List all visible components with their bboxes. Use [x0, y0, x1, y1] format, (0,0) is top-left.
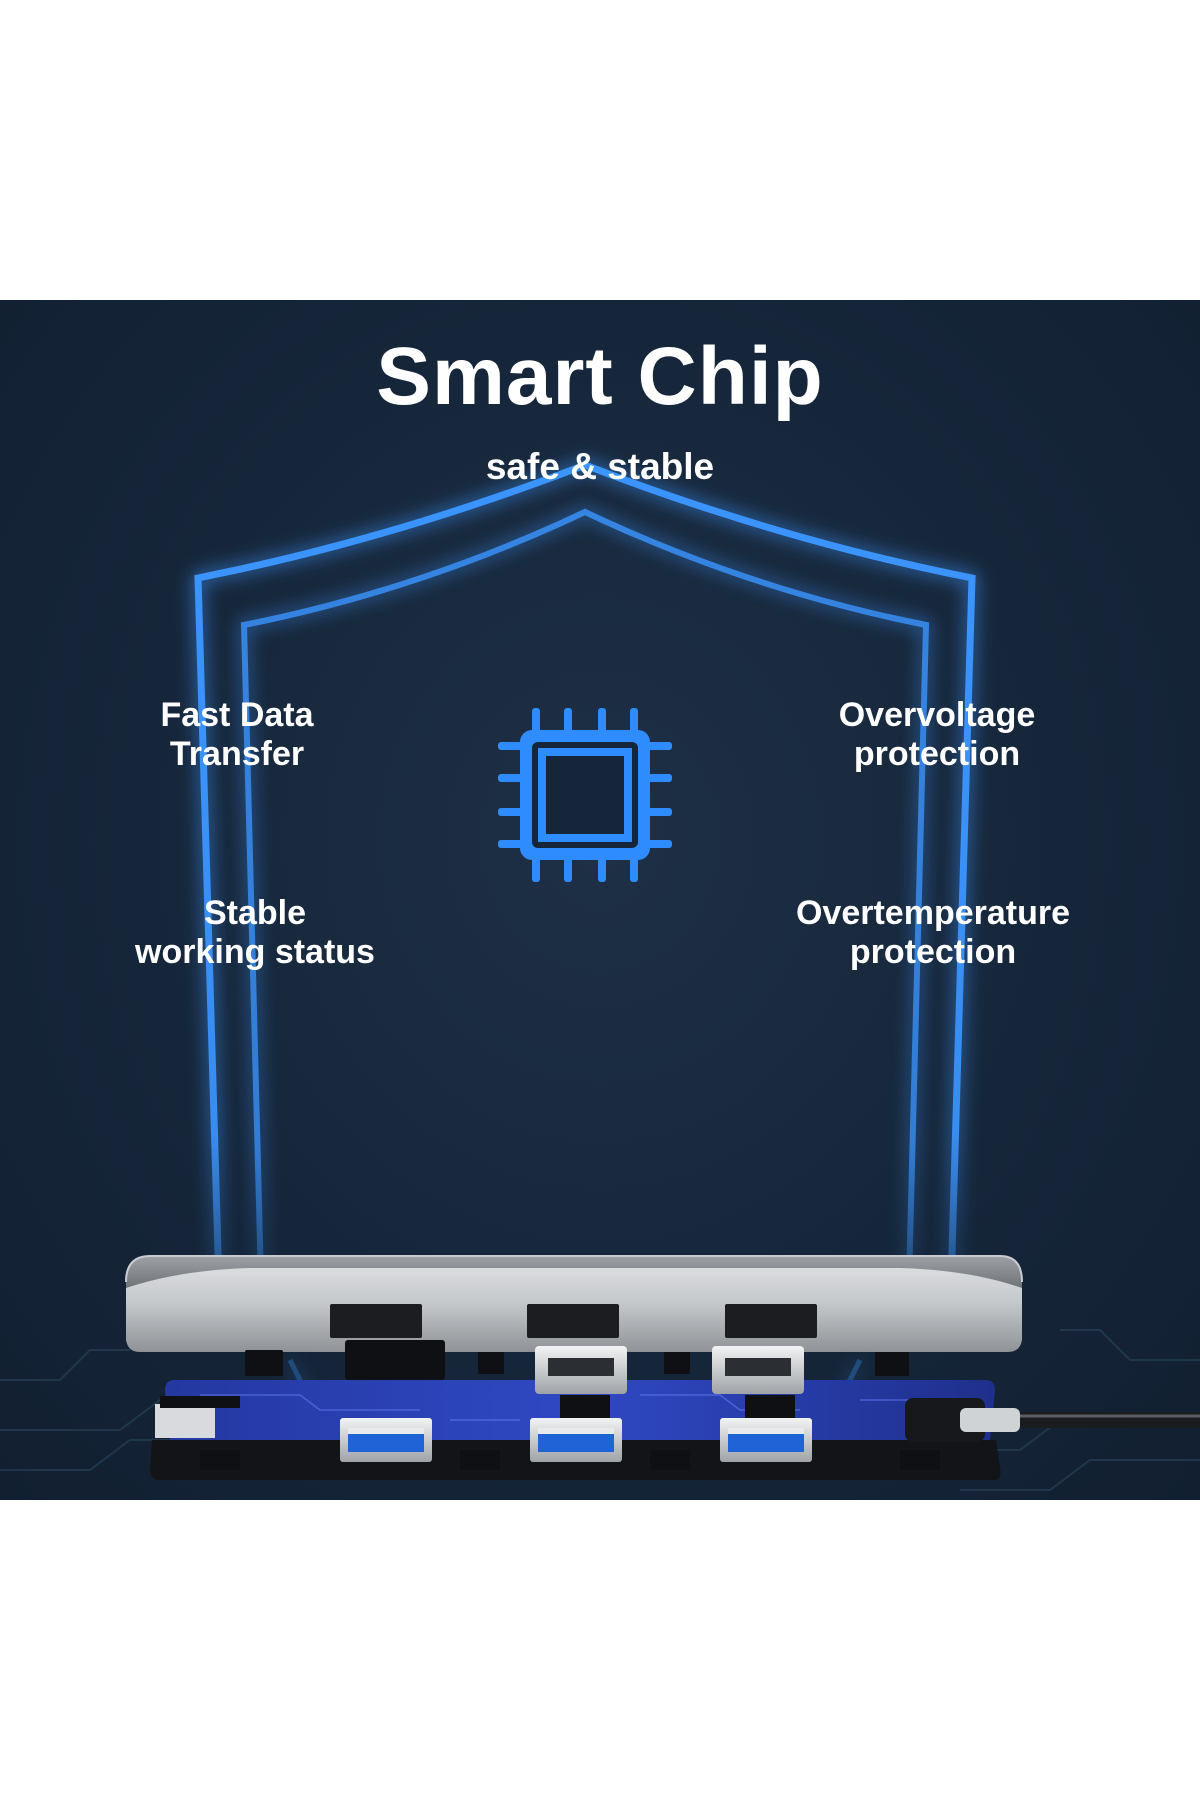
feature-overtemperature-protection: Overtemperature protection: [743, 894, 1123, 972]
feature-line: Transfer: [169, 735, 305, 773]
smart-chip-banner: Smart Chip safe & stable Fast Data Trans…: [0, 300, 1200, 1500]
feature-line: protection: [849, 933, 1017, 971]
page-title: Smart Chip: [376, 331, 824, 422]
feature-line: protection: [853, 735, 1021, 773]
page-subtitle: safe & stable: [485, 446, 715, 487]
shield-outline-icon: [194, 461, 976, 1321]
chip-icon: [498, 708, 672, 882]
feature-line: Overvoltage: [838, 696, 1036, 734]
feature-overvoltage-protection: Overvoltage protection: [767, 696, 1107, 774]
feature-fast-data-transfer: Fast Data Transfer: [67, 696, 407, 774]
feature-stable-working-status: Stable working status: [85, 894, 425, 972]
feature-line: working status: [135, 933, 375, 971]
usb-hub-illustration: [0, 1255, 1200, 1491]
feature-line: Overtemperature: [795, 894, 1070, 932]
feature-line: Fast Data: [160, 696, 314, 734]
feature-line: Stable: [203, 894, 307, 932]
